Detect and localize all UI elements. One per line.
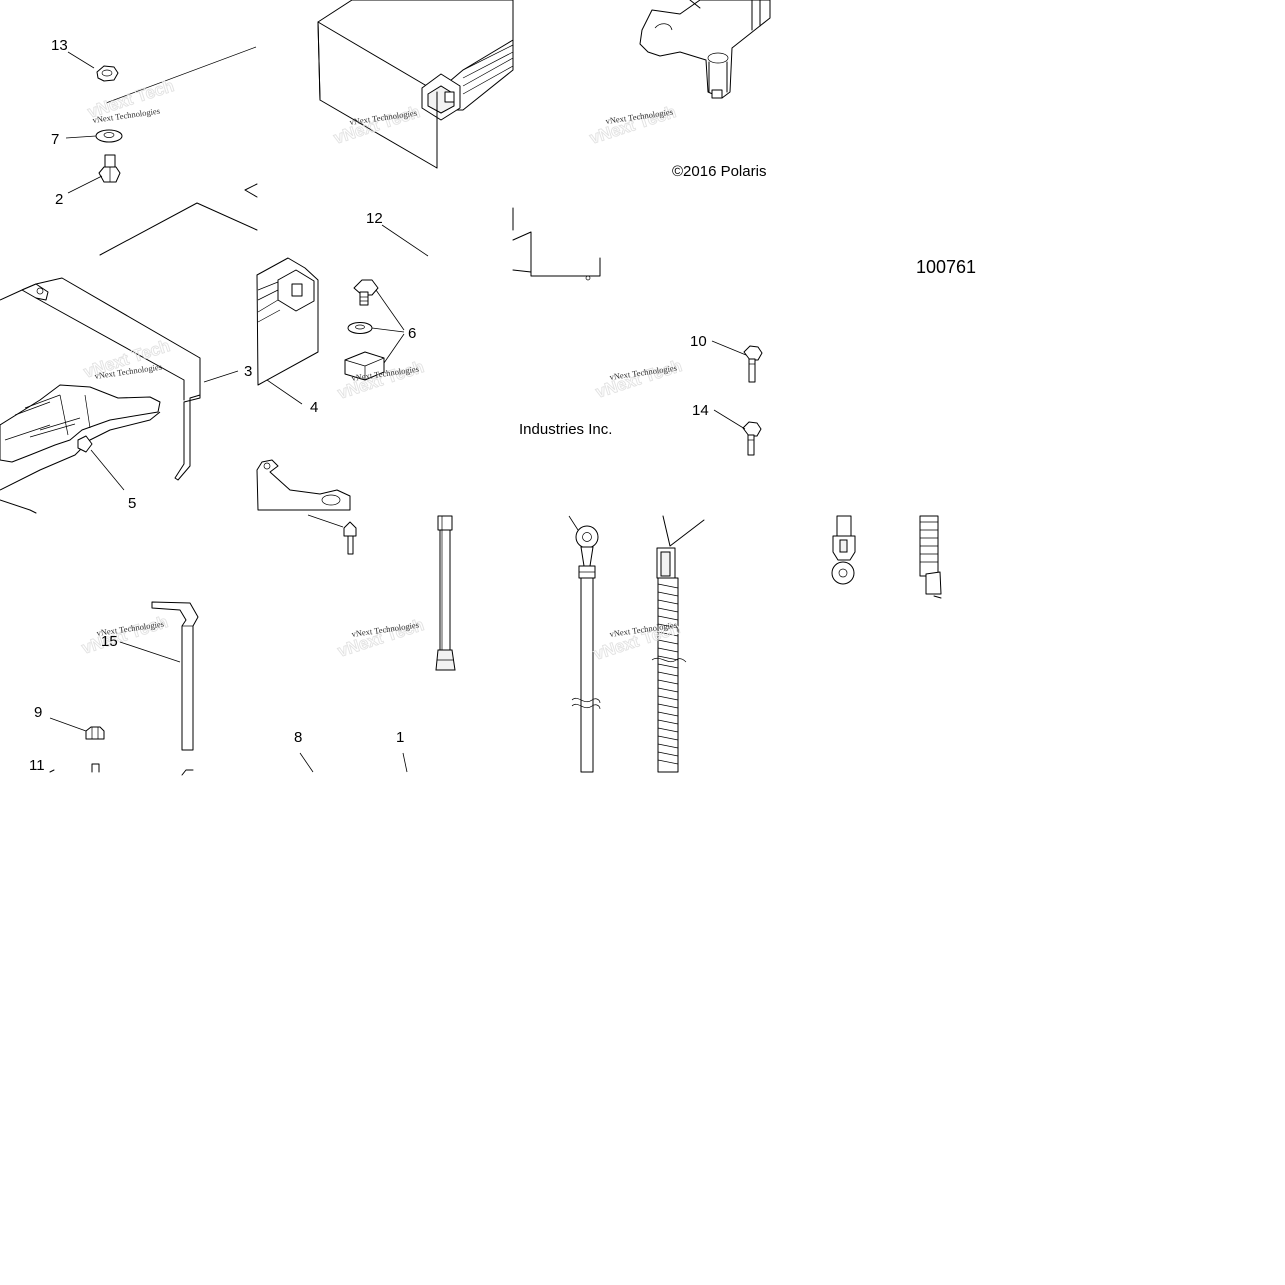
nut-13 [96,65,119,82]
nut-9 [85,726,105,740]
callout-1: 1 [396,729,404,746]
washer-7 [95,129,123,143]
corrugated-loom [651,515,705,773]
callout-15: 15 [101,633,118,650]
callout-3: 3 [244,363,252,380]
company-text: Industries Inc. [519,421,612,438]
callout-6: 6 [408,325,416,342]
callout-9: 9 [34,704,42,721]
callout-12: 12 [366,210,383,227]
callout-2: 2 [55,191,63,208]
callout-14: 14 [692,402,709,419]
tile-lower-middle: vNext Tech vNext Technologies 8 1 [294,515,456,773]
loom-end [919,515,942,599]
hold-down-tray-3 [0,202,258,514]
callout-13: 13 [51,37,68,54]
small-ring-terminal [831,515,856,585]
callout-4: 4 [310,399,318,416]
tile-top-right: vNext Tech vNext Technologies vNext Tech… [512,0,771,456]
bolt-14 [742,421,762,456]
copyright-text: ©2016 Polaris [672,163,766,180]
tile-top-left: vNext Tech vNext Technologies vNext Tech… [0,37,258,514]
ring-terminal-cable [568,515,601,773]
bolt-2 [98,154,121,183]
callout-10: 10 [690,333,707,350]
callout-8: 8 [294,729,302,746]
bolt-6 [353,279,379,306]
tile-lower-right: vNext Tech vNext Technologies [568,515,942,773]
figure-id: 100761 [916,257,976,277]
callout-5: 5 [128,495,136,512]
bolt-10 [743,345,763,383]
callout-11: 11 [29,757,45,774]
tile-lower-left: vNext Tech vNext Technologies 15 9 11 [29,601,199,776]
tile-top-middle: vNext Tech vNext Technologies vNext Tech… [244,0,514,555]
callout-7: 7 [51,131,59,148]
